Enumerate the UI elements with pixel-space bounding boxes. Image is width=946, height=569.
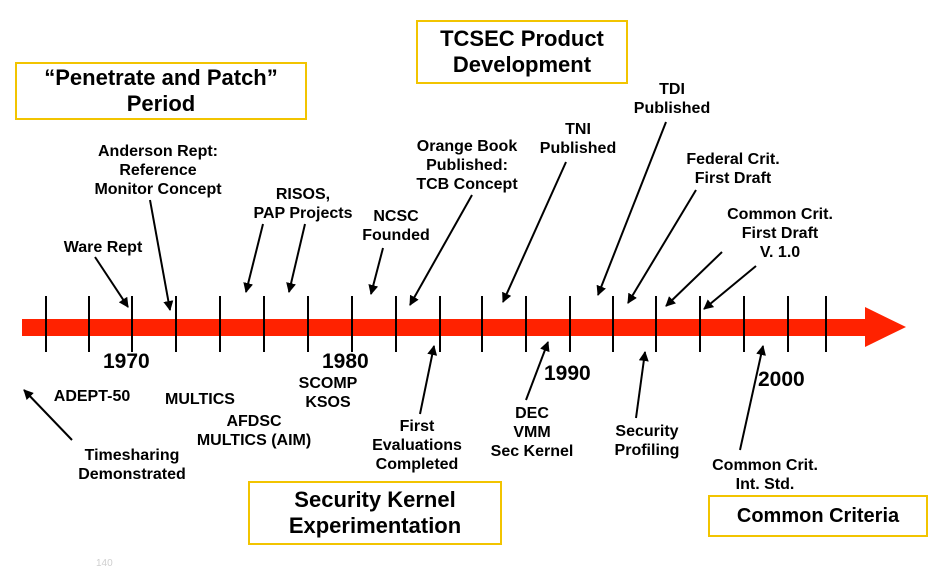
tcsec-box: TCSEC Product Development — [416, 20, 628, 84]
timeline-bar — [22, 319, 872, 336]
security-kernel-box: Security Kernel Experimentation — [248, 481, 502, 545]
arrow-orange-book — [409, 194, 473, 306]
arrow-anderson-report — [149, 199, 174, 311]
event-timesharing: Timesharing Demonstrated — [78, 447, 186, 483]
arrow-tni — [502, 161, 567, 303]
arrow-ncsc — [368, 247, 384, 295]
arrow-pap — [286, 223, 306, 293]
event-afdsc-multics: AFDSC MULTICS (AIM) — [196, 413, 312, 449]
arrow-cc-draft-1 — [665, 251, 723, 307]
common-criteria-box: Common Criteria — [708, 495, 928, 537]
event-ncsc-founded: NCSC Founded — [362, 208, 430, 244]
event-first-evaluations: First Evaluations Completed — [372, 418, 462, 473]
event-anderson-report: Anderson Rept: Reference Monitor Concept — [94, 143, 222, 198]
year-1990: 1990 — [544, 362, 591, 385]
event-risos-pap: RISOS, PAP Projects — [253, 186, 353, 222]
timeline — [22, 307, 906, 347]
event-arrows — [23, 121, 766, 451]
event-orange-book: Orange Book Published: TCB Concept — [416, 138, 518, 193]
arrow-cc-std — [739, 345, 766, 451]
arrow-dec — [525, 341, 550, 401]
arrow-cc-draft-2 — [703, 265, 757, 310]
arrow-risos — [243, 223, 264, 293]
timeline-ticks — [45, 296, 827, 352]
event-federal-criteria: Federal Crit. First Draft — [686, 151, 780, 187]
event-common-criteria-std: Common Crit. Int. Std. — [712, 457, 818, 493]
event-security-profiling: Security Profiling — [614, 423, 680, 459]
penetrate-and-patch-box: “Penetrate and Patch” Period — [15, 62, 307, 120]
event-ware-report: Ware Rept — [63, 239, 143, 256]
event-adept-50: ADEPT-50 — [53, 388, 131, 405]
year-1970: 1970 — [103, 350, 150, 373]
event-scomp-ksos: SCOMP KSOS — [298, 375, 358, 411]
arrow-security-profiling — [635, 351, 649, 419]
arrow-first-evaluations — [419, 345, 438, 415]
arrow-federal-criteria — [627, 189, 697, 304]
arrow-timesharing — [23, 389, 73, 441]
event-common-criteria-draft: Common Crit. First Draft V. 1.0 — [727, 206, 833, 261]
page-number: 140 — [96, 558, 113, 569]
event-multics: MULTICS — [165, 391, 235, 408]
event-tni-published: TNI Published — [539, 121, 617, 157]
year-1980: 1980 — [322, 350, 369, 373]
event-tdi-published: TDI Published — [633, 81, 711, 117]
arrow-ware-report — [94, 256, 129, 308]
event-dec-vmm: DEC VMM Sec Kernel — [490, 405, 574, 460]
year-2000: 2000 — [758, 368, 805, 391]
timeline-arrowhead — [865, 307, 906, 347]
arrow-tdi — [596, 121, 667, 296]
